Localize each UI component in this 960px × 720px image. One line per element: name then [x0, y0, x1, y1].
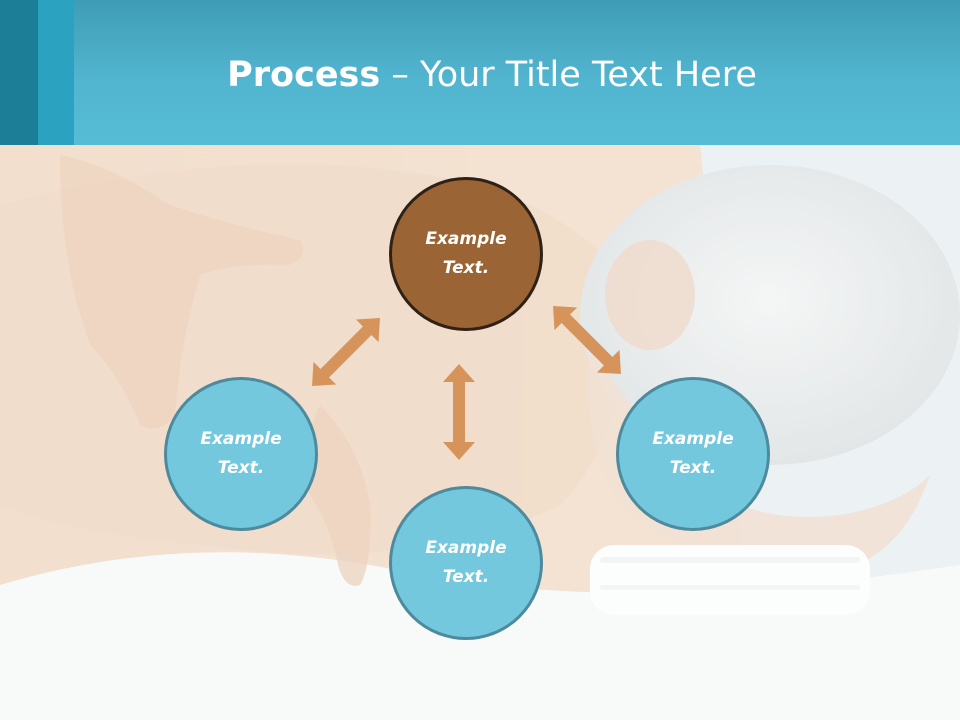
arrow-top-left [312, 318, 380, 386]
process-node-bottom[interactable]: Example Text. [389, 486, 543, 640]
process-node-left[interactable]: Example Text. [164, 377, 318, 531]
banner-accent-dark [0, 0, 38, 145]
node-label: Example Text. [425, 538, 507, 587]
node-label: Example Text. [425, 229, 507, 278]
banner-accent-light [38, 0, 74, 145]
title-rest: – Your Title Text Here [380, 55, 757, 95]
process-node-top[interactable]: Example Text. [389, 177, 543, 331]
slide-title[interactable]: Process – Your Title Text Here [0, 52, 960, 98]
process-node-right[interactable]: Example Text. [616, 377, 770, 531]
arrow-top-right [553, 306, 621, 374]
arrow-vertical [443, 364, 475, 460]
node-label: Example Text. [652, 429, 734, 478]
title-banner: Process – Your Title Text Here [0, 0, 960, 145]
title-bold: Process [227, 55, 381, 95]
node-label: Example Text. [200, 429, 282, 478]
